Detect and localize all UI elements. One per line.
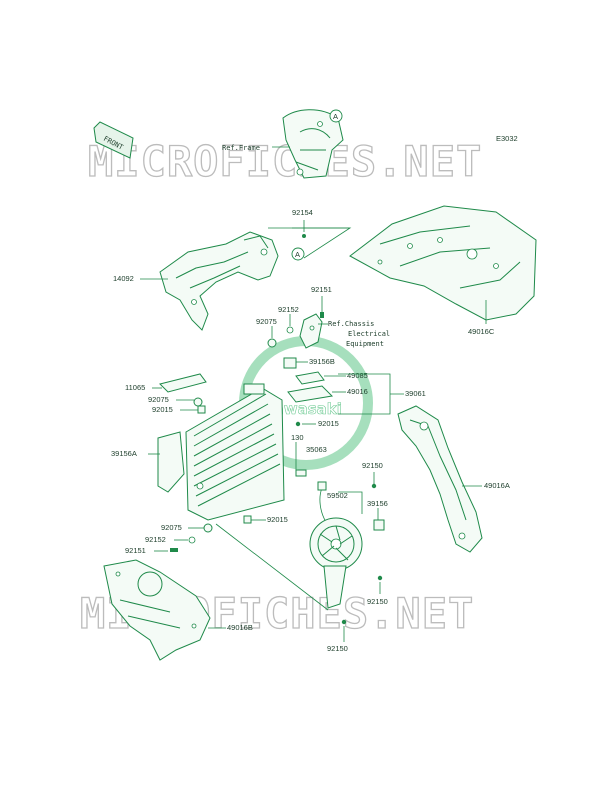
duct-14092: 14092	[113, 231, 279, 331]
label-39156: 39156	[367, 499, 388, 508]
side-cover-39156A: 39156A	[111, 431, 185, 493]
label-49016C: 49016C	[468, 327, 495, 336]
svg-text:A: A	[295, 250, 300, 259]
label-92015-c: 92015	[267, 515, 288, 524]
grommet-92075-mid: 92075	[148, 395, 203, 407]
diagram-code: E3032	[496, 134, 518, 143]
label-11065: 11065	[125, 383, 145, 392]
group-39061: 39061	[338, 373, 426, 415]
cover-49016: 49016	[287, 385, 368, 403]
label-92075-top: 92075	[256, 317, 277, 326]
label-14092: 14092	[113, 274, 134, 283]
label-39156B: 39156B	[309, 357, 335, 366]
label-49016B: 49016B	[227, 623, 253, 632]
fan-assembly: 59502	[309, 481, 363, 609]
label-35063: 35063	[306, 445, 327, 454]
label-39156A: 39156A	[111, 449, 137, 458]
washer-92152-low: 92152	[145, 535, 196, 544]
ref-frame-label: Ref.Frame	[222, 144, 260, 152]
leader-a-link	[268, 227, 352, 259]
ref-marker-a-top: A	[329, 109, 343, 123]
watermark-top: MICROFICHES.NET	[88, 137, 482, 186]
label-92015-b: 92015	[318, 419, 339, 428]
seal-11065: 11065	[125, 373, 207, 393]
label-130: 130	[291, 433, 304, 442]
nut-92015-a: 92015	[152, 405, 206, 414]
label-92151-low: 92151	[125, 546, 146, 555]
label-92151-top: 92151	[311, 285, 332, 294]
ref-chassis-line3: Equipment	[346, 340, 384, 348]
chassis-bracket: Ref.Chassis Electrical Equipment	[299, 313, 390, 349]
label-92150-b: 92150	[367, 597, 388, 606]
pad-39156: 39156	[367, 499, 388, 531]
label-92015-a: 92015	[152, 405, 173, 414]
label-92152-low: 92152	[145, 535, 166, 544]
label-92152-top: 92152	[278, 305, 299, 314]
label-92075-mid: 92075	[148, 395, 169, 404]
lower-cover-49016B: 49016B	[103, 559, 253, 661]
label-92150-a: 92150	[362, 461, 383, 470]
bolt-92151-top: 92151	[311, 285, 332, 318]
label-49016: 49016	[347, 387, 368, 396]
label-92154: 92154	[292, 208, 313, 217]
label-39061: 39061	[405, 389, 426, 398]
ref-marker-a-mid: A	[291, 247, 305, 261]
bracket-49085: 49085	[295, 371, 368, 385]
nut-92015-c: 92015	[243, 515, 288, 524]
ref-chassis-line2: Electrical	[348, 330, 390, 338]
pad-39156B: 39156B	[283, 357, 335, 369]
label-49085: 49085	[347, 371, 368, 380]
front-arrow-icon: FRONT	[93, 121, 134, 159]
grommet-92075-top: 92075	[256, 317, 277, 348]
svg-text:A: A	[333, 112, 338, 121]
label-92075-low: 92075	[161, 523, 182, 532]
label-59502: 59502	[327, 491, 348, 500]
nut-92015-b: 92015	[295, 419, 339, 428]
radiator	[185, 383, 285, 521]
washer-92152-top: 92152	[278, 305, 299, 334]
ref-chassis-line1: Ref.Chassis	[328, 320, 374, 328]
bolt-92151-low: 92151	[125, 546, 178, 555]
sensor-35063: 130 35063	[291, 433, 327, 477]
under-tray-49016C: 49016C	[349, 205, 537, 336]
leader-radiator-fan	[215, 523, 329, 611]
bolt-92150-c: 92150	[327, 619, 348, 653]
bolt-92150-a: 92150	[362, 461, 383, 489]
side-cover-49016A: 49016A	[397, 405, 510, 553]
label-92150-c: 92150	[327, 644, 348, 653]
grommet-92075-low: 92075	[161, 523, 213, 533]
bolt-92150-b: 92150	[367, 575, 388, 606]
label-49016A: 49016A	[484, 481, 510, 490]
